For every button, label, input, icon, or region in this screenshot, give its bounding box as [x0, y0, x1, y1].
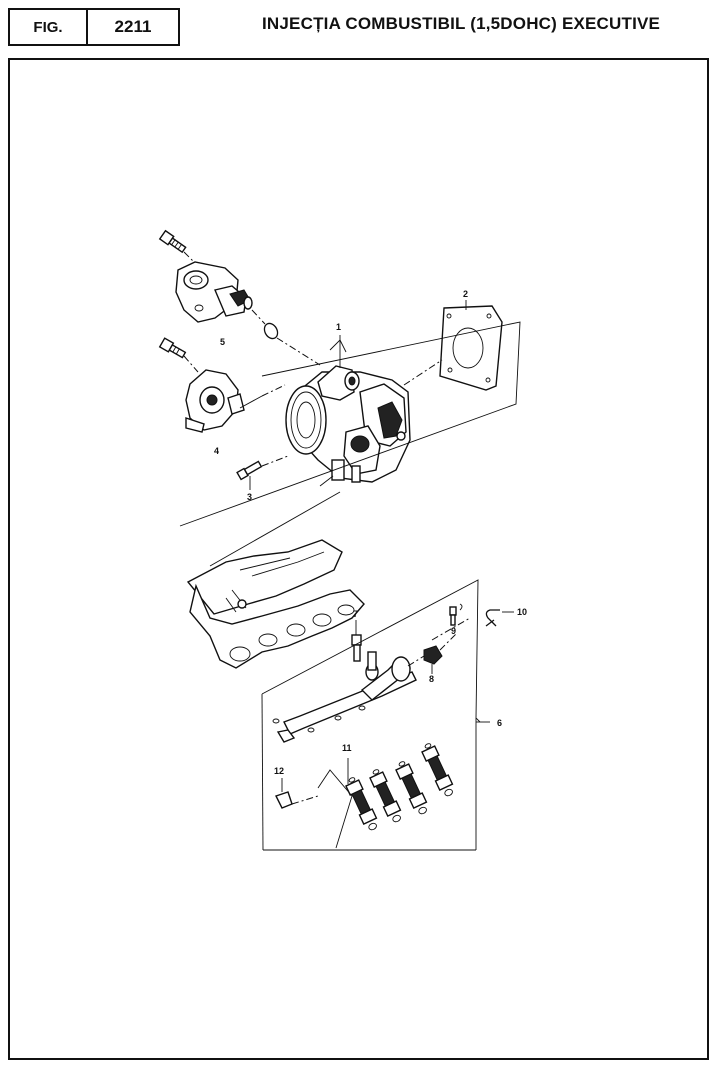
callout-7: 7: [353, 609, 358, 619]
callout-3: 3: [247, 492, 252, 502]
fig-label: FIG.: [33, 18, 63, 36]
callout-9: 9: [451, 626, 456, 636]
diagram-frame: [8, 58, 709, 1060]
page-title: INJECȚIA COMBUSTIBIL (1,5DOHC) EXECUTIVE: [262, 14, 661, 33]
callout-1: 1: [336, 322, 341, 332]
bracket-screw: [449, 603, 463, 626]
callout-4: 4: [214, 446, 219, 456]
fuel-rail-bolt: [351, 620, 362, 662]
throttle-position-sensor: [158, 337, 286, 433]
fig-number: 2211: [114, 17, 152, 36]
callout-8: 8: [429, 674, 434, 684]
fig-number-box: 2211: [86, 8, 180, 46]
idle-air-valve: [158, 229, 321, 366]
fuel-injectors: [317, 743, 454, 849]
regulator-bracket: [423, 645, 443, 674]
callout-6: 6: [497, 718, 502, 728]
callout-2: 2: [463, 289, 468, 299]
throttle-body: [285, 335, 411, 487]
callout-11: 11: [342, 743, 352, 753]
fuel-rail: [272, 651, 417, 743]
throttle-screw: [236, 455, 289, 490]
intake-manifold: [186, 539, 365, 669]
throttle-gasket: [403, 300, 503, 391]
retaining-clip: [431, 609, 514, 641]
callout-12: 12: [274, 766, 284, 776]
callout-5: 5: [220, 337, 225, 347]
fig-label-box: FIG.: [8, 8, 88, 46]
injector-clip: [275, 778, 319, 809]
callout-10: 10: [517, 607, 527, 617]
